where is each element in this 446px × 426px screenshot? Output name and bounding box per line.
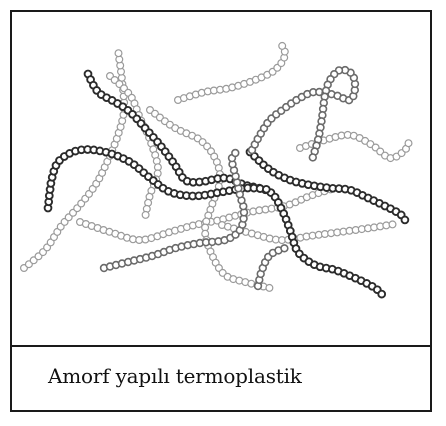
chain-bead xyxy=(389,221,396,228)
polymer-chain xyxy=(175,43,289,104)
chain-bead xyxy=(115,50,122,57)
figure-caption: Amorf yapılı termoplastik xyxy=(48,364,302,388)
chain-bead xyxy=(266,285,273,292)
caption-divider xyxy=(12,345,430,347)
chain-bead xyxy=(309,154,316,161)
chain-bead xyxy=(142,212,149,219)
chain-bead xyxy=(232,150,239,157)
chain-bead xyxy=(279,43,286,50)
polymer-chain xyxy=(147,107,273,292)
chain-bead xyxy=(405,140,412,147)
polymer-chain xyxy=(21,50,128,272)
chain-bead xyxy=(402,217,409,224)
chain-bead xyxy=(378,291,385,298)
chain-bead xyxy=(263,186,270,193)
figure-frame: Amorf yapılı termoplastik xyxy=(10,10,432,412)
amorphous-polymer-chains-illustration xyxy=(12,12,430,343)
polymer-chain xyxy=(255,245,288,289)
chain-guide xyxy=(150,110,270,288)
chain-bead xyxy=(281,245,288,252)
